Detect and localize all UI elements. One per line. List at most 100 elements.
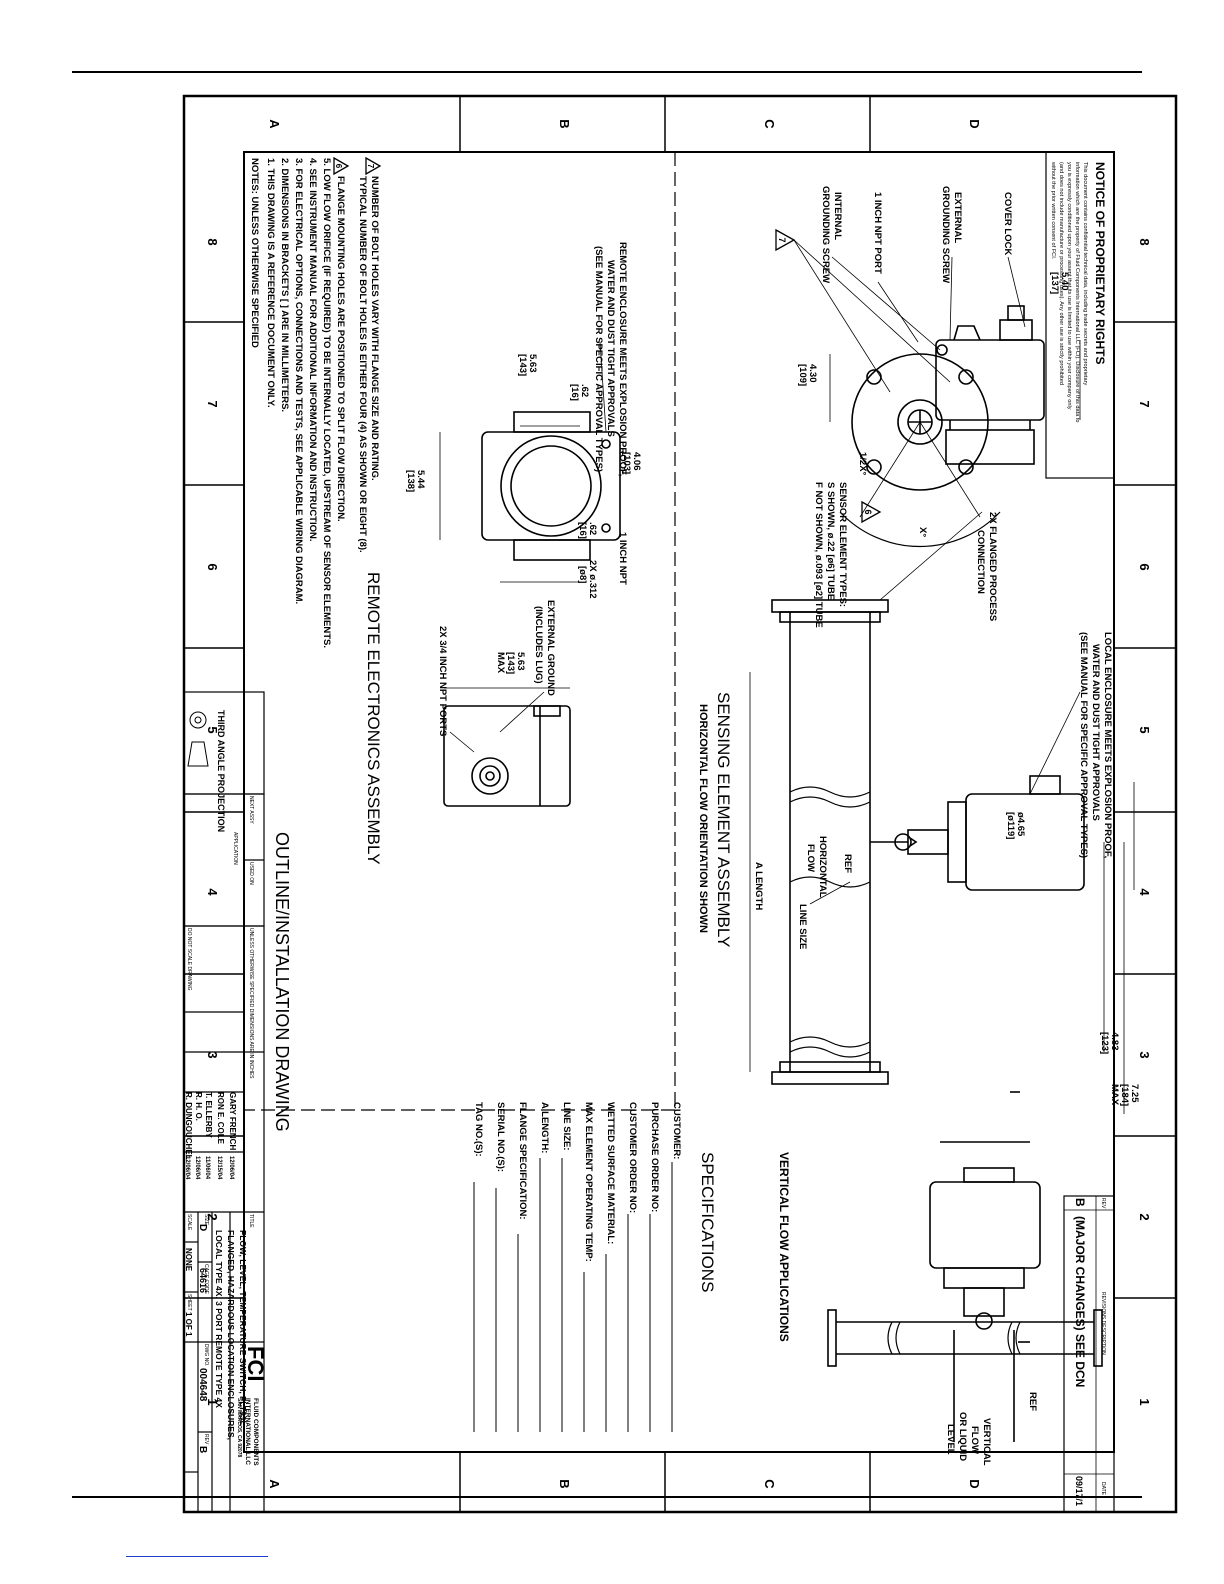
zone-col-2: 2: [1137, 1213, 1152, 1220]
zone-col-7-bottom: 7: [205, 400, 220, 407]
approved-2-date: 12/06/04: [194, 1156, 200, 1180]
notice-line-3: you is expressly conditioned upon your a…: [1066, 162, 1072, 410]
dim-62a: .62: [587, 522, 598, 535]
note-6-triangle: [333, 156, 350, 176]
dim-725: 7.25: [1129, 1084, 1140, 1103]
remote-enclosure-front: [481, 411, 621, 561]
company-line-2: INTERNATIONAL LLC: [244, 1398, 251, 1465]
spec-line-size: LINE SIZE:: [561, 1102, 572, 1151]
zone-row-a: A: [267, 119, 282, 129]
sensor-types-s: S SHOWN, ø.22 [ø6] TUBE: [825, 482, 836, 600]
notice-line-2: information which are the property of Fl…: [1074, 162, 1080, 423]
note-7b: NUMBER OF BOLT HOLES VARY WITH FLANGE SI…: [369, 176, 380, 481]
dim-544: 5.44: [415, 470, 426, 489]
spec-co: CUSTOMER ORDER NO:: [627, 1102, 638, 1213]
sensing-subtitle: HORIZONTAL FLOW ORIENTATION SHOWN: [697, 704, 709, 933]
zone-row-c: C: [762, 119, 777, 129]
spec-customer: CUSTOMER:: [671, 1102, 682, 1159]
sensing-labels: ø4.65 [ø119] 4.83 [123] 7.25 [184] MAX L…: [753, 512, 1140, 1106]
notice-box: [1045, 151, 1115, 479]
note-3: 3. FOR ELECTRICAL OPTIONS, CONNECTIONS A…: [293, 158, 304, 604]
notice-line-4: (and does not include manufacture or pro…: [1058, 162, 1064, 385]
title-block-labels: NEXT ASSY USED ON APPLICATION UNLESS OTH…: [186, 796, 254, 1445]
sensing-title: SENSING ELEMENT ASSEMBLY: [714, 692, 733, 947]
spec-tag: TAG NO.(S):: [473, 1102, 484, 1157]
dim-312: 2X ø.312: [587, 560, 598, 599]
title-line-1: FLOW, LEVEL, TEMPERATURE SWITCH, FLT93L: [238, 1230, 248, 1426]
approved-3: R. DUNGOUCHEL: [184, 1092, 193, 1160]
npt-port-label: 1 INCH NPT PORT: [872, 192, 883, 274]
cage-label: CAGE CODE: [203, 1264, 209, 1295]
used-on-label: USED ON: [248, 862, 254, 885]
rev-letter: B: [1073, 1198, 1087, 1207]
flow-label: FLOW: [805, 844, 816, 872]
drawn-by: GARY FRENCH: [228, 1092, 237, 1150]
zone-row-d-right: D: [967, 1479, 982, 1488]
zone-row-c-right: C: [762, 1479, 777, 1489]
left-leaders: [831, 256, 1026, 351]
ext-ground-remote: EXTERNAL GROUND: [545, 600, 556, 696]
spec-flange: FLANGE SPECIFICATION:: [517, 1102, 528, 1220]
specs-title: SPECIFICATIONS: [698, 1152, 717, 1292]
title-label: TITLE: [248, 1214, 254, 1228]
zone-col-8-bottom: 8: [205, 238, 220, 245]
zone-col-1: 1: [1137, 1398, 1152, 1405]
note-6: FLANGE MOUNTING HOLES ARE POSITIONED TO …: [335, 176, 346, 522]
remote-title: REMOTE ELECTRONICS ASSEMBLY: [364, 572, 383, 865]
note-2: 2. DIMENSIONS IN BRACKETS [ ] ARE IN MIL…: [279, 158, 290, 412]
dwg-label: DWG NO.: [203, 1344, 209, 1367]
dim-406: 4.06: [631, 452, 642, 471]
vertical-pipe: [820, 1128, 1100, 1288]
angle-x-label: X°: [917, 527, 928, 537]
remote-enclosure-1: REMOTE ENCLOSURE MEETS EXPLOSION PROOF,: [617, 242, 628, 476]
sensor-types-header: SENSOR ELEMENT TYPES:: [837, 482, 848, 607]
zone-labels: 8 7 6 5 4 3 2 1 8 7 6 5 4 3 2 1 A B C D …: [205, 119, 1152, 1489]
flanged-label-2: CONNECTION: [975, 530, 986, 594]
rev-date: 09/17/1: [1074, 1476, 1084, 1506]
spec-fill-lines: [473, 1158, 673, 1432]
dim-563b-mm: [143]: [505, 652, 516, 674]
dwg-value: 004648: [197, 1368, 208, 1402]
vertical-labels: REF VERTICAL FLOW OR LIQUID LEVEL VERTIC…: [777, 1152, 1038, 1466]
zone-row-a-right: A: [267, 1479, 282, 1489]
projection-symbol: [187, 711, 209, 767]
note-4: 4. SEE INSTRUMENT MANUAL FOR ADDITIONAL …: [307, 158, 318, 542]
installation-drawing: 8 7 6 5 4 3 2 1 8 7 6 5 4 3 2 1 A B C D …: [182, 94, 1178, 1514]
rev-label-tb: REV: [203, 1434, 209, 1445]
remote-enclosure-side: [443, 705, 571, 807]
notice-text: NOTICE OF PROPRIETARY RIGHTS This docume…: [1050, 161, 1107, 423]
spec-a-length: A LENGTH:: [539, 1102, 550, 1153]
dim-544-mm: [138]: [405, 470, 416, 492]
dim-483: 4.83: [1109, 1032, 1120, 1051]
drawing-title: OUTLINE/INSTALLATION DRAWING: [272, 832, 292, 1132]
scale-value: NONE: [184, 1248, 193, 1272]
vertical-flow-assembly: [929, 1091, 1041, 1442]
dim-563b-max: MAX: [495, 652, 506, 674]
drawing-border: [182, 94, 1178, 1514]
notes: NOTES: UNLESS OTHERWISE SPECIFIED 1. THI…: [249, 158, 380, 648]
sensing-titles: SENSING ELEMENT ASSEMBLY HORIZONTAL FLOW…: [697, 692, 733, 947]
dim-540: 5.40: [1059, 272, 1070, 291]
ext-ground-remote-2: (INCLUDES LUG): [533, 606, 544, 684]
local-enclosure-3: (SEE MANUAL FOR SPECIFIC APPROVAL TYPES): [1078, 632, 1089, 858]
left-detail-labels: 5.40 [137] 4.30 [109] COVER LOCK EXTERNA…: [797, 186, 1070, 628]
sensing-element-assembly: [771, 599, 1085, 1085]
spec-wetted: WETTED SURFACE MATERIAL:: [605, 1102, 616, 1244]
dim-483-mm: [123]: [1099, 1032, 1110, 1054]
tri7-label: 7: [777, 237, 787, 242]
bottom-rule: [72, 1496, 1142, 1498]
drawing-sheet: 8 7 6 5 4 3 2 1 8 7 6 5 4 3 2 1 A B C D …: [180, 92, 1180, 1516]
notice-line-5: without the prior written consent of FCI…: [1050, 161, 1056, 260]
fci-logo: FCI: [243, 1346, 268, 1381]
note-7-tri-label: 7: [366, 164, 375, 169]
dim-62a-mm: [16]: [577, 522, 588, 539]
company-line-1: FLUID COMPONENTS: [252, 1398, 259, 1466]
dim-563a: 5.63: [527, 354, 538, 373]
note-7a: TYPICAL NUMBER OF BOLT HOLES IS EITHER F…: [357, 176, 368, 553]
approved-1: T. ELLERBY: [204, 1092, 213, 1138]
remote-labels: REMOTE ENCLOSURE MEETS EXPLOSION PROOF, …: [405, 242, 642, 736]
checked-date: 12/15/04: [216, 1156, 222, 1180]
note-7-triangle-flange: [775, 228, 796, 252]
rev-description: (MAJOR CHANGES) SEE DCN: [1073, 1216, 1087, 1387]
int-ground-label-2: GROUNDING SCREW: [820, 186, 831, 283]
